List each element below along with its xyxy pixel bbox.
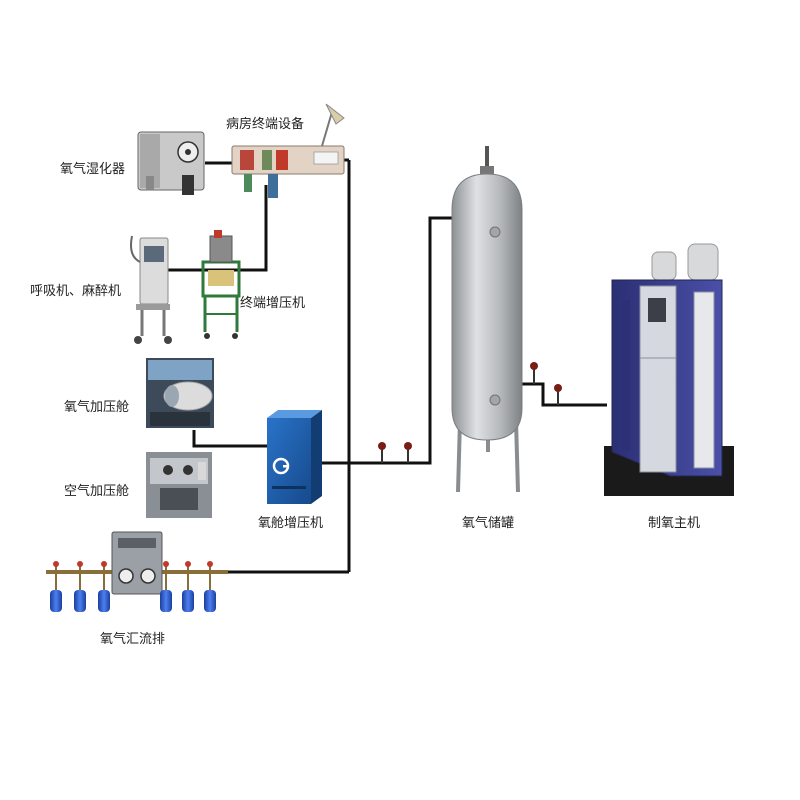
- chamber-booster-device: [267, 410, 322, 504]
- pipe-booster-to-tank: [322, 216, 452, 465]
- ward-terminal-device: [231, 103, 345, 198]
- oxygen-chamber-device: [146, 358, 214, 428]
- cylinder-icon: [74, 561, 86, 612]
- label-terminal-booster: 终端增压机: [240, 296, 306, 311]
- pipe-ventilator-branch: [168, 185, 268, 272]
- pipelines: [168, 158, 607, 574]
- pipe-tank-to-generator: [522, 382, 607, 407]
- label-ventilator: 呼吸机、麻醉机: [30, 284, 122, 299]
- label-manifold: 氧气汇流排: [100, 632, 166, 647]
- label-chamber-booster: 氧舱增压机: [258, 516, 324, 531]
- cylinder-icon: [160, 561, 172, 612]
- cylinder-icon: [204, 561, 216, 612]
- label-oxygen-chamber: 氧气加压舱: [64, 400, 130, 415]
- oxygen-tank-device: [451, 146, 523, 493]
- label-oxygen-tank: 氧气储罐: [462, 516, 515, 531]
- humidifier-device: [137, 131, 205, 195]
- cylinder-icon: [50, 561, 62, 612]
- label-air-chamber: 空气加压舱: [64, 484, 130, 499]
- label-ward-terminal: 病房终端设备: [226, 117, 305, 132]
- valve-icon: [404, 442, 412, 463]
- pipe-chamber-branch: [192, 430, 267, 448]
- terminal-booster-device: [201, 230, 241, 339]
- cylinder-icon: [182, 561, 194, 612]
- manifold-device: [46, 531, 228, 612]
- valves: [378, 362, 562, 463]
- valve-icon: [530, 362, 538, 384]
- ventilator-device: [130, 235, 172, 344]
- oxygen-generator-device: [604, 243, 734, 496]
- label-humidifier: 氧气湿化器: [60, 162, 126, 177]
- valve-icon: [378, 442, 386, 463]
- valve-icon: [554, 384, 562, 405]
- label-oxygen-generator: 制氧主机: [648, 516, 701, 531]
- cylinder-icon: [98, 561, 110, 612]
- air-chamber-device: [146, 452, 212, 518]
